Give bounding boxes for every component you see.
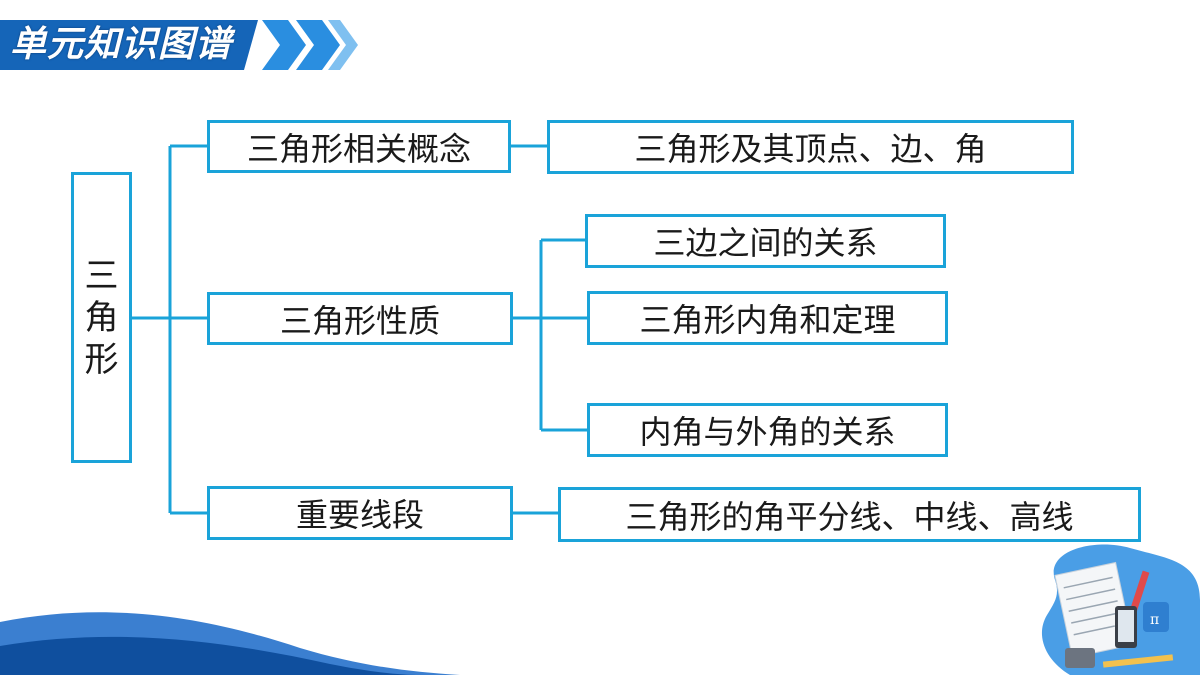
calculator-icon <box>1065 648 1095 668</box>
leaf-node-bisector-median-altitude: 三角形的角平分线、中线、高线 <box>558 487 1141 542</box>
header-title: 单元知识图谱 <box>10 24 233 65</box>
leaf-node-side-relations: 三边之间的关系 <box>585 214 946 268</box>
leaf-node-interior-exterior-angles: 内角与外角的关系 <box>587 403 948 457</box>
banner-background <box>0 20 258 70</box>
math-study-illustration-icon: π <box>1041 544 1200 675</box>
root-char-1: 三 <box>84 255 119 296</box>
leaf-node-angle-sum-theorem: 三角形内角和定理 <box>587 291 948 345</box>
header-banner <box>0 20 358 70</box>
branch-node-properties: 三角形性质 <box>207 292 513 345</box>
ruler-icon <box>1102 654 1174 668</box>
banner-chevron-1 <box>262 20 306 70</box>
branch-node-segments: 重要线段 <box>207 486 513 540</box>
root-char-2: 角 <box>84 297 119 338</box>
root-char-3: 形 <box>84 339 119 380</box>
wave-front <box>0 636 420 675</box>
phone-screen <box>1118 610 1134 642</box>
leaf-node-vertices-sides-angles: 三角形及其顶点、边、角 <box>547 120 1074 174</box>
pi-symbol: π <box>1150 612 1159 628</box>
root-node: 三 角 形 <box>71 172 132 463</box>
branch-node-concepts: 三角形相关概念 <box>207 120 511 173</box>
mug-icon <box>1143 602 1169 632</box>
banner-chevron-3 <box>328 20 358 70</box>
bottom-wave-decoration <box>0 612 460 675</box>
banner-chevron-2 <box>296 20 340 70</box>
